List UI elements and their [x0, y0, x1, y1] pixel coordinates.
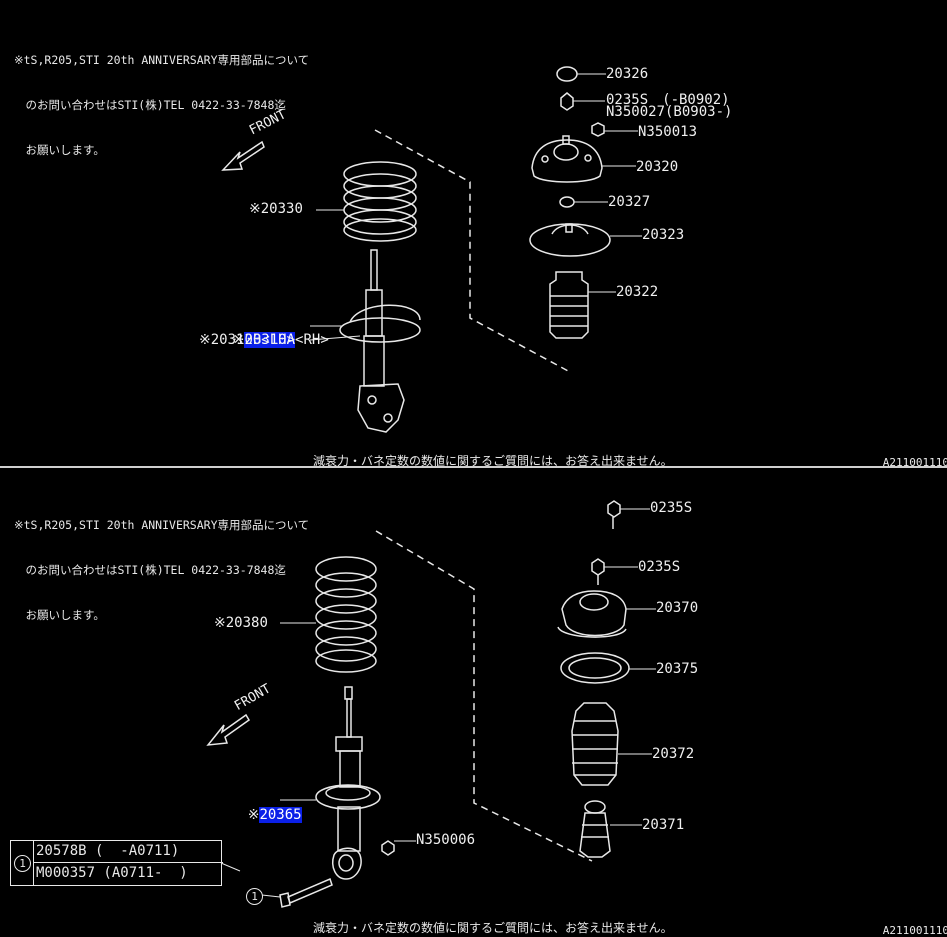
part-label-20372[interactable]: 20372 — [652, 746, 695, 762]
upper-mount-parts-drawing — [381, 500, 630, 858]
bolt-legend-table: 1 20578B ( -A0711) M000357 (A0711- ) — [10, 840, 223, 886]
legend-number: 1 — [14, 855, 31, 872]
damping-inquiry-footer: 減衰力・バネ定数の数値に関するご質問には、お答え出来ません。 — [313, 921, 673, 935]
part-label-20322[interactable]: 20322 — [616, 284, 659, 300]
part-label-0235s-upper[interactable]: 0235S — [650, 500, 693, 516]
note-line: お願いします。 — [14, 608, 105, 622]
note-line: お願いします。 — [14, 143, 105, 157]
diagram-panel-front: ※tS,R205,STI 20th ANNIVERSARY専用部品について のお… — [0, 0, 947, 469]
part-label-20380[interactable]: ※20380 — [214, 615, 268, 631]
note-line: のお問い合わせはSTI(株)TEL 0422-33-7848迄 — [14, 98, 286, 112]
sti-inquiry-note: ※tS,R205,STI 20th ANNIVERSARY専用部品について のお… — [14, 488, 309, 653]
highlighted-part-number: 20365 — [259, 807, 302, 823]
note-line: のお問い合わせはSTI(株)TEL 0422-33-7848迄 — [14, 563, 286, 577]
legend-row-m000357[interactable]: M000357 (A0711- ) — [36, 865, 188, 881]
front-arrow-icon — [206, 713, 251, 746]
note-line: ※tS,R205,STI 20th ANNIVERSARY専用部品について — [14, 518, 310, 532]
part-label-20375[interactable]: 20375 — [656, 661, 699, 677]
part-label-n350027[interactable]: N350027(B0903-) — [606, 104, 733, 120]
part-label-20323[interactable]: 20323 — [642, 227, 685, 243]
callout-marker[interactable]: 1 — [246, 888, 263, 905]
coil-spring-drawing — [343, 161, 417, 242]
panel-divider — [0, 466, 947, 468]
leader-lines-top — [309, 73, 642, 341]
part-label-20310b[interactable]: ※20310B<LH> — [199, 332, 296, 348]
legend-row-20578b[interactable]: 20578B ( -A0711) — [34, 841, 223, 863]
special-part-mark: ※ — [247, 807, 260, 823]
sti-inquiry-note: ※tS,R205,STI 20th ANNIVERSARY専用部品について のお… — [14, 23, 309, 188]
part-label-20327[interactable]: 20327 — [608, 194, 651, 210]
rear-strut-drawing — [206, 500, 656, 908]
diagram-code: A211001110 — [882, 924, 947, 937]
highlighted-part-number: 20310A — [244, 332, 296, 348]
part-label-20330[interactable]: ※20330 — [249, 201, 303, 217]
special-part-mark: ※ — [232, 332, 245, 348]
side-indicator: <RH> — [295, 332, 329, 348]
part-label-20370[interactable]: 20370 — [656, 600, 699, 616]
part-label-20371[interactable]: 20371 — [642, 817, 685, 833]
part-label-0235s-lower[interactable]: 0235S — [638, 559, 681, 575]
part-label-20310a[interactable]: ※20310A<RH> — [199, 318, 329, 363]
diagram-code: A211001110 — [882, 456, 947, 469]
damping-inquiry-footer: 減衰力・バネ定数の数値に関するご質問には、お答え出来ません。 — [313, 454, 673, 468]
assembly-dashed-line — [375, 530, 593, 862]
coil-spring-drawing — [315, 556, 377, 673]
strut-assembly-drawing — [279, 686, 381, 908]
note-line: ※tS,R205,STI 20th ANNIVERSARY専用部品について — [14, 53, 310, 67]
assembly-dashed-line — [374, 129, 571, 373]
front-arrow-icon — [221, 140, 265, 171]
part-label-20320[interactable]: 20320 — [636, 159, 679, 175]
part-label-20365[interactable]: ※20365 — [214, 793, 302, 838]
diagram-panel-rear: ※tS,R205,STI 20th ANNIVERSARY専用部品について のお… — [0, 469, 947, 937]
upper-mount-parts-drawing — [529, 66, 611, 339]
legend-number-cell: 1 — [11, 841, 34, 885]
part-label-n350013[interactable]: N350013 — [638, 124, 698, 140]
leader-lines-bottom — [220, 508, 656, 898]
part-label-0235s[interactable]: 0235S (-B0902) — [606, 92, 730, 108]
part-label-20326[interactable]: 20326 — [606, 66, 649, 82]
part-label-n350006[interactable]: N350006 — [416, 832, 476, 848]
front-strut-drawing — [221, 66, 642, 433]
strut-assembly-drawing — [339, 249, 421, 433]
